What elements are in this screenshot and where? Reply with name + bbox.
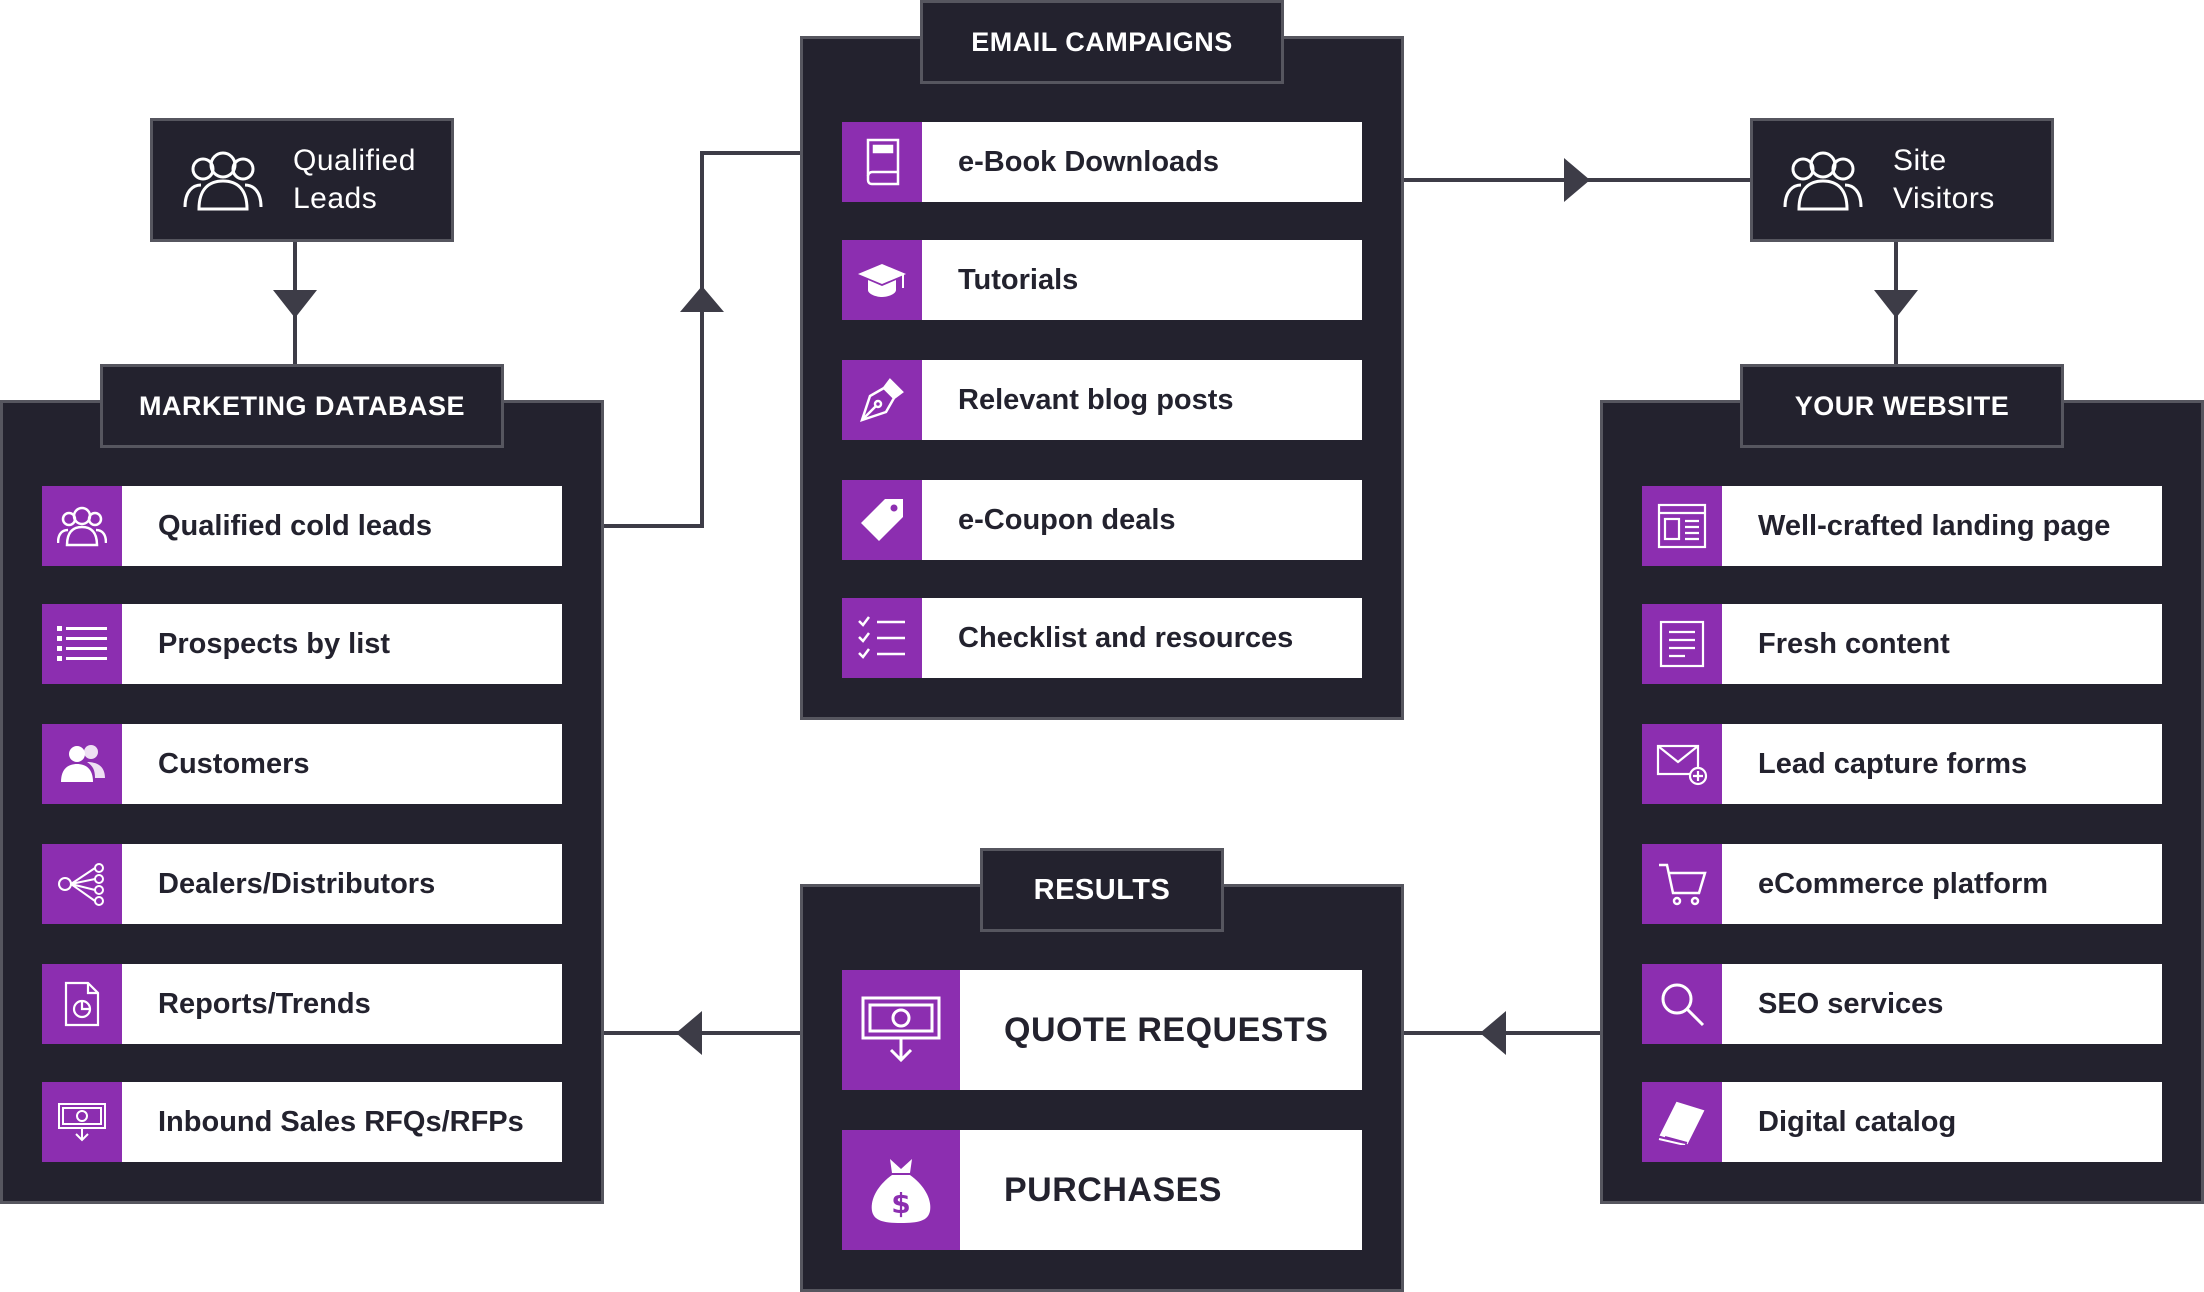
item-label: Fresh content xyxy=(1722,604,2162,684)
arrow-left-head xyxy=(1480,1011,1506,1055)
list-item: Checklist and resources xyxy=(842,598,1362,678)
list-item: e-Book Downloads xyxy=(842,122,1362,202)
item-label: PURCHASES xyxy=(960,1130,1362,1250)
report-icon xyxy=(42,964,122,1044)
arrow-down-head xyxy=(1874,290,1918,318)
item-label: Qualified cold leads xyxy=(122,486,562,566)
list-item: Qualified cold leads xyxy=(42,486,562,566)
checklist-icon xyxy=(842,598,922,678)
item-label: Well-crafted landing page xyxy=(1722,486,2162,566)
list-item: Prospects by list xyxy=(42,604,562,684)
qualified-leads-box: Qualified Leads xyxy=(150,118,454,242)
list-icon xyxy=(42,604,122,684)
arrow-down-head xyxy=(273,290,317,318)
item-label: e-Coupon deals xyxy=(922,480,1362,560)
svg-text:$: $ xyxy=(891,1187,910,1220)
cart-icon xyxy=(1642,844,1722,924)
email-campaigns-title: EMAIL CAMPAIGNS xyxy=(920,0,1284,84)
item-label: Lead capture forms xyxy=(1722,724,2162,804)
list-item: SEO services xyxy=(1642,964,2162,1044)
list-item: QUOTE REQUESTS xyxy=(842,970,1362,1090)
catalog-icon xyxy=(1642,1082,1722,1162)
list-item: Lead capture forms xyxy=(1642,724,2162,804)
money-download-icon xyxy=(42,1082,122,1162)
list-item: Fresh content xyxy=(1642,604,2162,684)
people-group-icon xyxy=(1773,121,1873,239)
envelope-add-icon xyxy=(1642,724,1722,804)
item-label: Tutorials xyxy=(922,240,1362,320)
item-label: Reports/Trends xyxy=(122,964,562,1044)
results-title: RESULTS xyxy=(980,848,1224,932)
qualified-leads-line1: Qualified xyxy=(293,144,416,177)
tag-icon xyxy=(842,480,922,560)
item-label: Relevant blog posts xyxy=(922,360,1362,440)
landing-page-icon xyxy=(1642,486,1722,566)
list-item: Relevant blog posts xyxy=(842,360,1362,440)
arrow-right-head xyxy=(1564,158,1590,202)
site-visitors-box: Site Visitors xyxy=(1750,118,2054,242)
people-outline-icon xyxy=(42,486,122,566)
book-icon xyxy=(842,122,922,202)
people-group-icon xyxy=(173,121,273,239)
item-label: SEO services xyxy=(1722,964,2162,1044)
customers-icon xyxy=(42,724,122,804)
document-icon xyxy=(1642,604,1722,684)
graduation-cap-icon xyxy=(842,240,922,320)
item-label: e-Book Downloads xyxy=(922,122,1362,202)
site-visitors-line1: Site xyxy=(1893,144,1947,177)
search-icon xyxy=(1642,964,1722,1044)
arrow-up-head xyxy=(680,286,724,312)
arrow-left-head xyxy=(676,1011,702,1055)
qualified-leads-line2: Leads xyxy=(293,182,378,215)
list-item: Well-crafted landing page xyxy=(1642,486,2162,566)
list-item: e-Coupon deals xyxy=(842,480,1362,560)
money-bag-icon: $ xyxy=(842,1130,960,1250)
money-download-icon xyxy=(842,970,960,1090)
item-label: eCommerce platform xyxy=(1722,844,2162,924)
list-item: Reports/Trends xyxy=(42,964,562,1044)
list-item: Tutorials xyxy=(842,240,1362,320)
network-icon xyxy=(42,844,122,924)
item-label: Prospects by list xyxy=(122,604,562,684)
item-label: Inbound Sales RFQs/RFPs xyxy=(122,1082,562,1162)
list-item: Digital catalog xyxy=(1642,1082,2162,1162)
list-item: $ PURCHASES xyxy=(842,1130,1362,1250)
pen-nib-icon xyxy=(842,360,922,440)
list-item: Inbound Sales RFQs/RFPs xyxy=(42,1082,562,1162)
site-visitors-line2: Visitors xyxy=(1893,182,1995,215)
item-label: Digital catalog xyxy=(1722,1082,2162,1162)
item-label: QUOTE REQUESTS xyxy=(960,970,1362,1090)
list-item: Customers xyxy=(42,724,562,804)
item-label: Checklist and resources xyxy=(922,598,1362,678)
marketing-database-title: MARKETING DATABASE xyxy=(100,364,504,448)
item-label: Dealers/Distributors xyxy=(122,844,562,924)
list-item: Dealers/Distributors xyxy=(42,844,562,924)
list-item: eCommerce platform xyxy=(1642,844,2162,924)
your-website-title: YOUR WEBSITE xyxy=(1740,364,2064,448)
item-label: Customers xyxy=(122,724,562,804)
